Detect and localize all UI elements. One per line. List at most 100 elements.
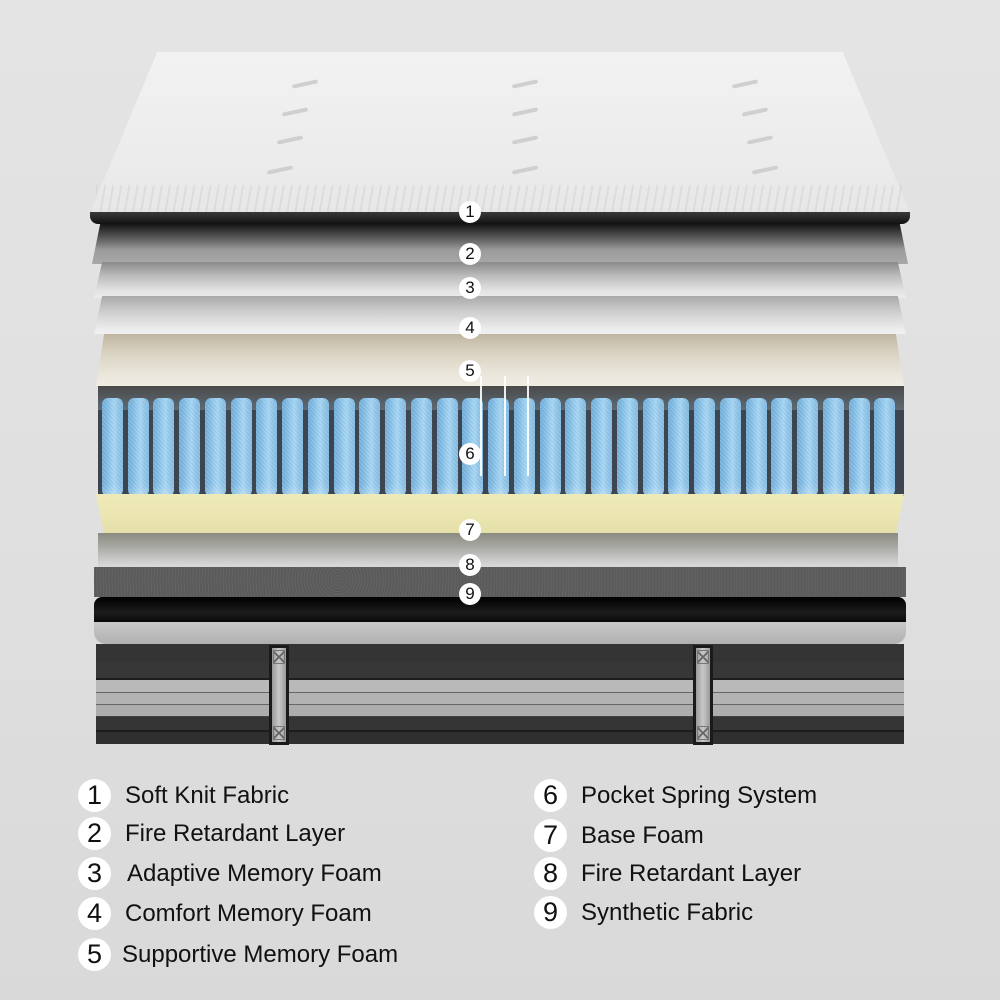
base-stripe xyxy=(96,705,904,717)
layer-adaptive-memory-foam xyxy=(94,262,906,298)
layer-pocket-spring-system xyxy=(98,386,904,496)
layer-fire-retardant-top xyxy=(92,224,908,264)
legend-item: 4 Comfort Memory Foam xyxy=(78,897,372,930)
pocket-spring-coil xyxy=(642,398,664,496)
quilt-stitch xyxy=(511,135,539,145)
layer-base-foam xyxy=(96,494,904,534)
pocket-spring-coil xyxy=(436,398,458,496)
pocket-spring-coil xyxy=(127,398,149,496)
marker-8: 8 xyxy=(459,554,481,576)
pocket-spring-coil xyxy=(668,398,690,496)
top-panel-edge xyxy=(90,212,910,224)
legend-item: 2 Fire Retardant Layer xyxy=(78,817,345,850)
layer-soft-knit-fabric xyxy=(92,52,908,222)
pocket-spring-coil xyxy=(359,398,381,496)
pocket-spring-coil xyxy=(771,398,793,496)
pocket-spring-coil xyxy=(410,398,432,496)
base-light-band xyxy=(94,622,906,644)
marker-7: 7 xyxy=(459,519,481,541)
quilt-stitch xyxy=(746,135,774,145)
layer-synthetic-fabric xyxy=(94,567,906,597)
base-stripe xyxy=(96,717,904,732)
legend-item: 9 Synthetic Fabric xyxy=(534,896,753,929)
pocket-spring-coil xyxy=(153,398,175,496)
layer-supportive-memory-foam xyxy=(96,334,904,386)
legend-label: Adaptive Memory Foam xyxy=(127,859,382,887)
base-top-rim xyxy=(94,597,906,623)
marker-6: 6 xyxy=(459,443,481,465)
cutaway-line xyxy=(504,376,506,476)
legend-label: Fire Retardant Layer xyxy=(125,819,346,847)
legend-item: 8 Fire Retardant Layer xyxy=(534,857,801,890)
pocket-spring-coil xyxy=(102,398,123,496)
quilt-stitch xyxy=(266,165,294,175)
marker-5: 5 xyxy=(459,360,481,382)
marker-4: 4 xyxy=(459,317,481,339)
legend-label: Fire Retardant Layer xyxy=(581,859,802,887)
base-stripe xyxy=(96,644,904,664)
quilt-stitch xyxy=(511,107,539,117)
legend-number-badge: 2 xyxy=(78,817,111,850)
pocket-spring-coil xyxy=(539,398,561,496)
layer-comfort-memory-foam xyxy=(94,296,906,334)
marker-2: 2 xyxy=(459,243,481,265)
pocket-spring-coil xyxy=(307,398,329,496)
pocket-spring-coil xyxy=(616,398,638,496)
side-handle-left xyxy=(269,645,289,745)
legend-item: 3 Adaptive Memory Foam xyxy=(78,857,382,890)
legend-label: Soft Knit Fabric xyxy=(125,781,290,809)
pocket-spring-coil xyxy=(797,398,819,496)
marker-1: 1 xyxy=(459,201,481,223)
knit-texture-band xyxy=(96,185,904,213)
base-stripe xyxy=(96,680,904,693)
legend-number-badge: 3 xyxy=(78,857,111,890)
pocket-spring-coil xyxy=(874,398,896,496)
quilt-stitch xyxy=(291,79,319,89)
legend-number-badge: 9 xyxy=(534,896,567,929)
legend-label: Comfort Memory Foam xyxy=(125,899,372,927)
pocket-spring-coil xyxy=(565,398,587,496)
legend-number-badge: 8 xyxy=(534,857,567,890)
mattress-diagram: 1 2 3 4 5 6 7 8 9 xyxy=(90,52,910,745)
base-stripe xyxy=(96,662,904,680)
pocket-spring-coil xyxy=(488,398,510,496)
legend-item: 6 Pocket Spring System xyxy=(534,779,817,812)
legend-item: 7 Base Foam xyxy=(534,819,704,852)
pocket-spring-coil xyxy=(204,398,226,496)
base-stripe xyxy=(96,732,904,744)
quilt-stitch xyxy=(281,107,309,117)
pocket-spring-coil xyxy=(385,398,407,496)
legend-number-badge: 1 xyxy=(78,779,111,812)
legend-number-badge: 4 xyxy=(78,897,111,930)
pocket-spring-coil xyxy=(848,398,870,496)
pocket-spring-coil xyxy=(745,398,767,496)
marker-9: 9 xyxy=(459,583,481,605)
pocket-spring-coil xyxy=(282,398,304,496)
quilt-stitch xyxy=(511,165,539,175)
legend-number-badge: 5 xyxy=(78,938,111,971)
side-handle-right xyxy=(693,645,713,745)
pocket-spring-coil xyxy=(719,398,741,496)
legend-number-badge: 6 xyxy=(534,779,567,812)
pocket-spring-coil xyxy=(230,398,252,496)
quilt-stitch xyxy=(276,135,304,145)
pocket-spring-coil xyxy=(256,398,278,496)
cutaway-line xyxy=(527,376,529,476)
pocket-spring-coil xyxy=(694,398,716,496)
legend-label: Synthetic Fabric xyxy=(581,898,754,926)
pocket-spring-coil xyxy=(591,398,613,496)
quilt-stitch xyxy=(741,107,769,117)
marker-3: 3 xyxy=(459,277,481,299)
quilt-stitch xyxy=(751,165,779,175)
pocket-spring-coil xyxy=(513,398,535,496)
quilt-stitch xyxy=(511,79,539,89)
pocket-spring-coil xyxy=(179,398,201,496)
legend-item: 1 Soft Knit Fabric xyxy=(78,779,289,812)
base-stripe xyxy=(96,693,904,705)
layer-fire-retardant-bottom xyxy=(98,533,898,567)
pocket-spring-coil xyxy=(822,398,844,496)
legend-label: Pocket Spring System xyxy=(581,781,818,809)
legend-item: 5 Supportive Memory Foam xyxy=(78,938,398,971)
pocket-spring-coil xyxy=(333,398,355,496)
mattress-base xyxy=(96,644,904,745)
